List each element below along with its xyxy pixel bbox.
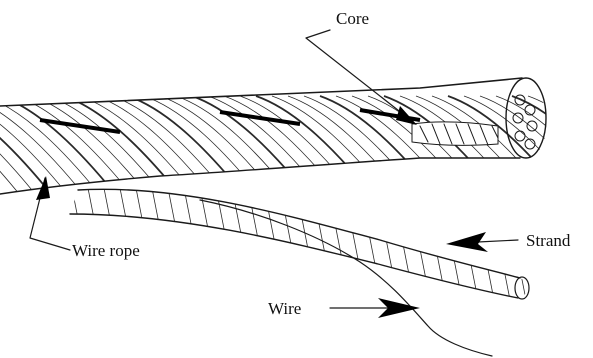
rope-wire-line <box>0 96 104 200</box>
rope-wire-line <box>224 96 344 200</box>
rope-wire-line <box>96 96 216 200</box>
strand-wire-line <box>166 178 192 310</box>
strand-wire-line <box>150 178 176 310</box>
rope-wire-line <box>112 96 232 200</box>
strand-wire-line <box>374 178 400 310</box>
strand-wire-line <box>422 178 448 310</box>
rope-wire-line <box>416 96 536 200</box>
strand-wire-line <box>278 178 304 310</box>
rope-wire-line <box>512 96 593 200</box>
rope-wire-line <box>400 96 520 200</box>
strand-wire-line <box>310 178 336 310</box>
rope-wire-line <box>0 96 40 200</box>
rope-wire-line <box>560 96 593 200</box>
strand-wire-line <box>326 178 352 310</box>
rope-wire-line <box>0 96 24 200</box>
rope-wire-line <box>432 96 552 200</box>
rope-wire-line <box>240 96 360 200</box>
wire-rope-label: Wire rope <box>72 241 140 260</box>
strand-wire-line <box>230 178 256 310</box>
rope-wire-line <box>288 96 408 200</box>
rope-wire-line <box>480 96 593 200</box>
strand-wire-line <box>406 178 432 310</box>
strand-leader <box>446 232 518 252</box>
rope-wire-line <box>32 96 152 200</box>
strand-wire-line <box>214 178 240 310</box>
strand-wire-line <box>342 178 368 310</box>
rope-end-face <box>506 78 546 158</box>
strand-wire-line <box>262 178 288 310</box>
single-wire <box>200 200 492 356</box>
rope-wire-line <box>464 96 584 200</box>
rope-wire-line <box>80 96 200 200</box>
rope-wire-line <box>192 96 312 200</box>
strand-wire-line <box>358 178 384 310</box>
rope-wire-line <box>176 96 296 200</box>
rope-wire-line <box>48 96 168 200</box>
rope-wire-line <box>64 96 184 200</box>
rope-wire-line <box>0 96 120 200</box>
rope-wire-line <box>336 96 456 200</box>
exposed-core <box>412 122 498 145</box>
core-label: Core <box>336 9 369 28</box>
separated-strand <box>70 178 560 310</box>
wire-leader <box>330 298 420 318</box>
wire-label: Wire <box>268 299 301 318</box>
rope-wire-line <box>144 96 264 200</box>
rope-wire-line <box>544 96 593 200</box>
strand-wire-line <box>246 178 272 310</box>
rope-wire-line <box>256 96 376 200</box>
core-arrow-icon <box>396 106 417 125</box>
strand-label: Strand <box>526 231 571 250</box>
rope-wire-line <box>160 96 280 200</box>
strand-wire-line <box>486 178 512 310</box>
rope-wire-line <box>0 96 56 200</box>
rope-wire-line <box>576 96 593 200</box>
rope-wire-line <box>368 96 488 200</box>
rope-wire-line <box>448 96 568 200</box>
wire-rope-body <box>0 78 593 200</box>
